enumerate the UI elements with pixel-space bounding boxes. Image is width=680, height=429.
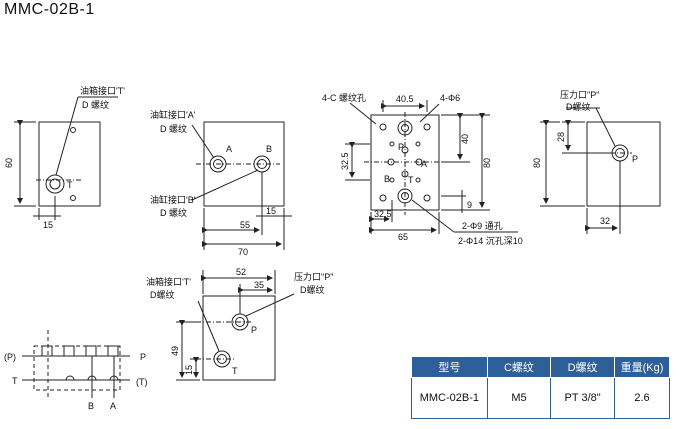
v1-dim-height: 60 (4, 158, 14, 168)
v5-label-pressure-port: 压力口"P" (294, 271, 333, 282)
v5-label-thread-t: D螺纹 (150, 289, 175, 300)
v2-label-port-b: 油缸接口'B' (150, 194, 196, 205)
v3-dim-40-5: 40.5 (396, 94, 414, 104)
v1-dim-offset: 15 (43, 220, 53, 230)
spec-cell-model: MMC-02B-1 (411, 377, 488, 419)
page-title: MMC-02B-1 (4, 1, 95, 18)
schematic-label-b: B (88, 401, 94, 411)
v3-note-through: 2-Φ9 通孔 (462, 221, 503, 231)
view5-block (176, 270, 295, 381)
v4-dim-28: 28 (556, 132, 566, 142)
spec-cell-d-thread: PT 3/8" (550, 377, 615, 419)
v3-dim-32-5-v: 32.5 (340, 152, 350, 170)
v5-dim-49: 49 (170, 346, 180, 356)
v5-port-t: T (232, 366, 238, 376)
view1-block (14, 96, 118, 220)
v3-dim-9: 9 (467, 200, 472, 210)
v5-dim-15: 15 (184, 365, 194, 375)
spec-header-model: 型号 (411, 356, 488, 378)
v2-dim-15: 15 (266, 206, 276, 216)
view3-block (345, 100, 518, 234)
v2-dim-70: 70 (238, 247, 248, 257)
v5-dim-35: 35 (254, 280, 264, 290)
v4-dim-32: 32 (600, 216, 610, 226)
v2-port-b: B (266, 144, 272, 154)
v2-label-port-a: 油缸接口'A' (150, 109, 196, 120)
schematic-label-a: A (110, 401, 116, 411)
spec-header-d-thread: D螺纹 (550, 356, 615, 378)
view2-block (191, 121, 292, 250)
v1-label-tank-port: 油箱接口'T' (80, 85, 125, 96)
v3-dim-65: 65 (398, 232, 408, 242)
v2-label-thread-a: D 螺纹 (160, 123, 187, 134)
v4-label-pressure-port: 压力口"P" (560, 89, 599, 100)
spec-header-c-thread: C螺纹 (486, 356, 552, 378)
v4-dim-80: 80 (532, 158, 542, 168)
v3-dim-80: 80 (482, 158, 492, 168)
v3-dim-32-5-h: 32.5 (374, 209, 392, 219)
v3-port-b: B (384, 174, 390, 184)
v5-label-thread-p: D螺纹 (300, 284, 325, 295)
v2-label-thread-b: D 螺纹 (160, 207, 187, 218)
v5-label-tank-port: 油箱接口'T' (146, 276, 191, 287)
v2-port-a: A (226, 144, 232, 154)
v1-port-t: T (67, 180, 73, 190)
spec-cell-weight: 2.6 (613, 377, 671, 419)
v2-dim-55: 55 (240, 220, 250, 230)
v1-label-thread: D 螺纹 (82, 99, 109, 110)
v3-dim-40: 40 (460, 134, 470, 144)
v3-label-holes: 4-Φ6 (440, 93, 460, 103)
spec-header-weight: 重量(Kg) (613, 356, 671, 378)
v5-port-p: P (251, 325, 257, 335)
schematic-label-p-left: (P) (4, 352, 16, 362)
v3-label-c-thread: 4-C 螺纹孔 (322, 92, 366, 103)
view4-block (540, 107, 661, 234)
spec-table-header-row: 型号 C螺纹 D螺纹 重量(Kg) (411, 356, 671, 378)
v3-port-a: A (421, 159, 427, 169)
v4-port-p: P (632, 154, 638, 164)
v4-label-thread: D螺纹 (566, 101, 591, 112)
v3-port-p: P (398, 142, 404, 152)
spec-table: 型号 C螺纹 D螺纹 重量(Kg) MMC-02B-1 M5 PT 3/8" 2… (411, 356, 671, 419)
schematic-label-p-right: P (140, 352, 146, 362)
hydraulic-schematic (22, 330, 130, 400)
v3-port-t: T (408, 175, 414, 185)
schematic-label-t-left: T (12, 376, 18, 386)
v3-note-counter: 2-Φ14 沉孔深10 (458, 236, 523, 246)
schematic-label-t-right: (T) (136, 377, 148, 387)
table-row: MMC-02B-1 M5 PT 3/8" 2.6 (411, 377, 671, 419)
spec-cell-c-thread: M5 (486, 377, 552, 419)
v5-dim-52: 52 (236, 267, 246, 277)
